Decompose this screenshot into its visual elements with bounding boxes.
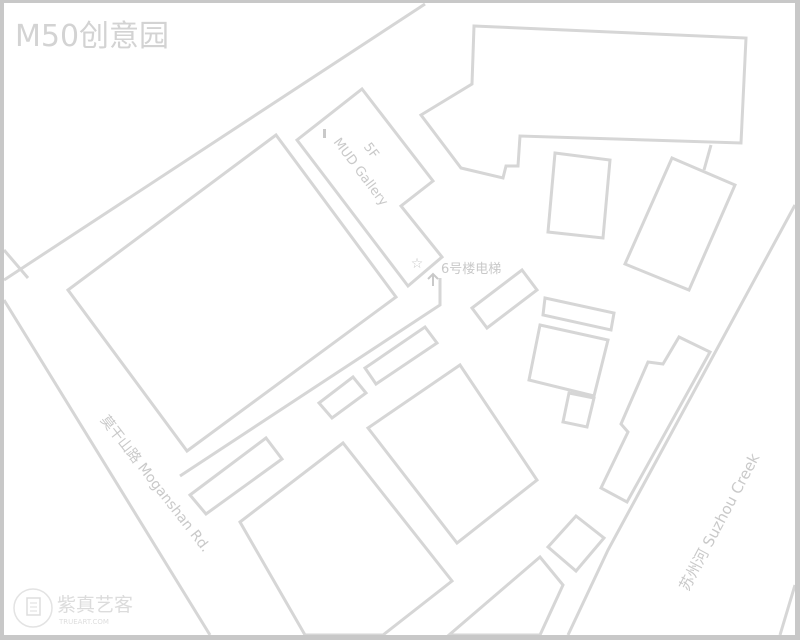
building-small-mid-1: [362, 324, 440, 387]
river-bank-b: [778, 584, 795, 635]
building-small-mid-2: [316, 374, 369, 421]
arrow-up-icon: [427, 272, 439, 286]
chat-bubble-icon: [13, 588, 53, 628]
road-label: 莫干山路 Moganshan Rd.: [97, 413, 213, 556]
building-6-mud-gallery: [294, 86, 445, 289]
inner-road-left: [179, 278, 442, 478]
watermark-name: 紫真艺客: [57, 594, 133, 616]
building-small-east-1: [469, 267, 540, 331]
gallery-marker-bar: [323, 129, 326, 138]
building-south-large: [238, 440, 455, 635]
gallery-floor-label: 5F: [360, 140, 381, 162]
moganshan-rd-edge-inner: [4, 249, 30, 279]
building-north-connector: [702, 144, 713, 171]
building-east-small-annex: [561, 391, 596, 429]
watermark: 紫真艺客 TRUEART.COM: [13, 588, 133, 628]
building-southwest-strip: [187, 435, 285, 517]
buildings: [65, 24, 748, 635]
building-north-complex: [418, 24, 748, 180]
building-small-east-2: [541, 296, 616, 332]
building-east-square: [527, 323, 610, 398]
star-icon: ☆: [411, 256, 424, 272]
watermark-site: TRUEART.COM: [58, 618, 109, 626]
river-bank-a: [566, 204, 795, 635]
road-north-edge: [4, 3, 426, 282]
roads: [4, 3, 795, 635]
moganshan-rd-edge-outer: [4, 299, 212, 635]
building-northeast: [623, 156, 737, 292]
building-south-mid: [365, 362, 540, 546]
elevator-label: 6号楼电梯: [441, 262, 501, 277]
building-southeast-small: [545, 513, 607, 574]
building-south-corner: [446, 554, 565, 635]
gallery-name-label: MUD Gallery: [330, 135, 391, 209]
building-north-mid: [546, 151, 612, 240]
building-large-west: [65, 132, 399, 454]
map-title: M50创意园: [15, 19, 169, 54]
river-label: 苏州河 Suzhou Creek: [676, 450, 764, 594]
building-riverside-long: [599, 335, 713, 505]
